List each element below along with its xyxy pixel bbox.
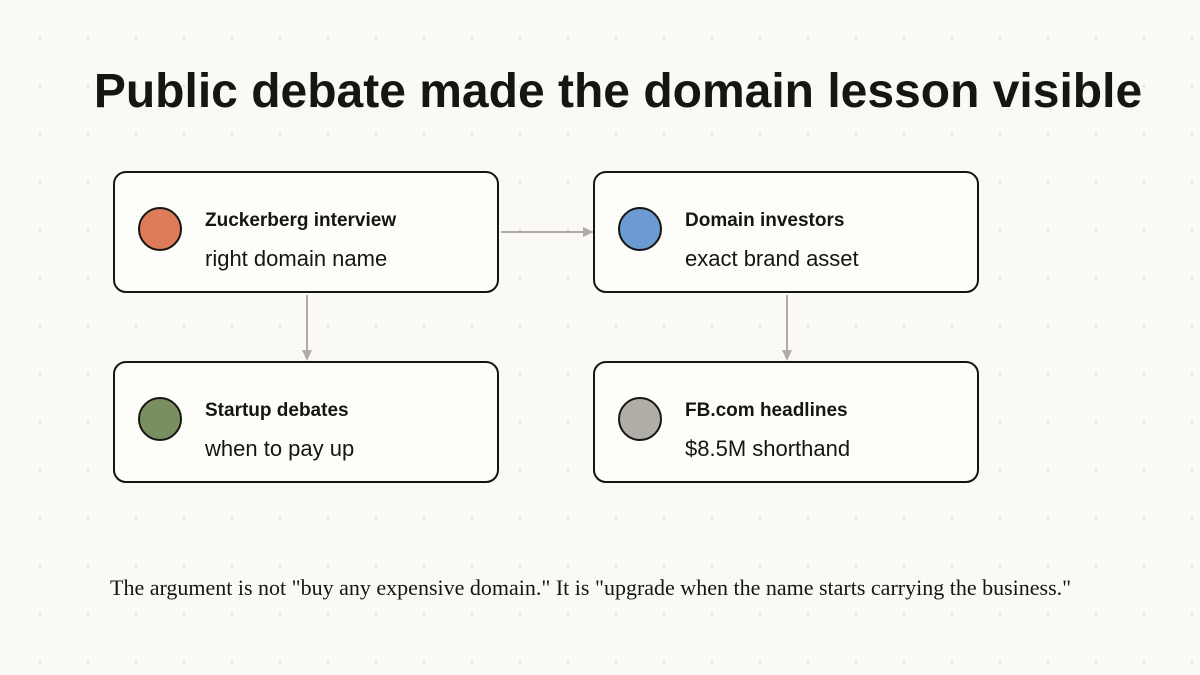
caption: The argument is not "buy any expensive d…: [110, 575, 1072, 600]
node-title: Domain investors: [685, 210, 845, 231]
node-subtitle: right domain name: [205, 246, 388, 271]
node-title: Startup debates: [205, 400, 349, 421]
node-color-dot: [618, 397, 662, 441]
page-title: Public debate made the domain lesson vis…: [93, 65, 1143, 118]
node-subtitle: when to pay up: [205, 436, 355, 461]
node-subtitle: $8.5M shorthand: [685, 436, 851, 461]
arrowhead-down: [782, 350, 792, 361]
node-startup-debates: Startup debates when to pay up: [113, 361, 499, 483]
node-color-dot: [618, 207, 662, 251]
node-color-dot: [138, 397, 182, 441]
node-zuckerberg-interview: Zuckerberg interview right domain name: [113, 171, 499, 293]
node-title: FB.com headlines: [685, 400, 848, 421]
node-fb-headlines: FB.com headlines $8.5M shorthand: [593, 361, 979, 483]
arrowhead-down: [302, 350, 312, 361]
node-subtitle: exact brand asset: [685, 246, 859, 271]
arrowhead-right: [583, 227, 594, 237]
node-title: Zuckerberg interview: [205, 210, 397, 231]
node-domain-investors: Domain investors exact brand asset: [593, 171, 979, 293]
node-color-dot: [138, 207, 182, 251]
